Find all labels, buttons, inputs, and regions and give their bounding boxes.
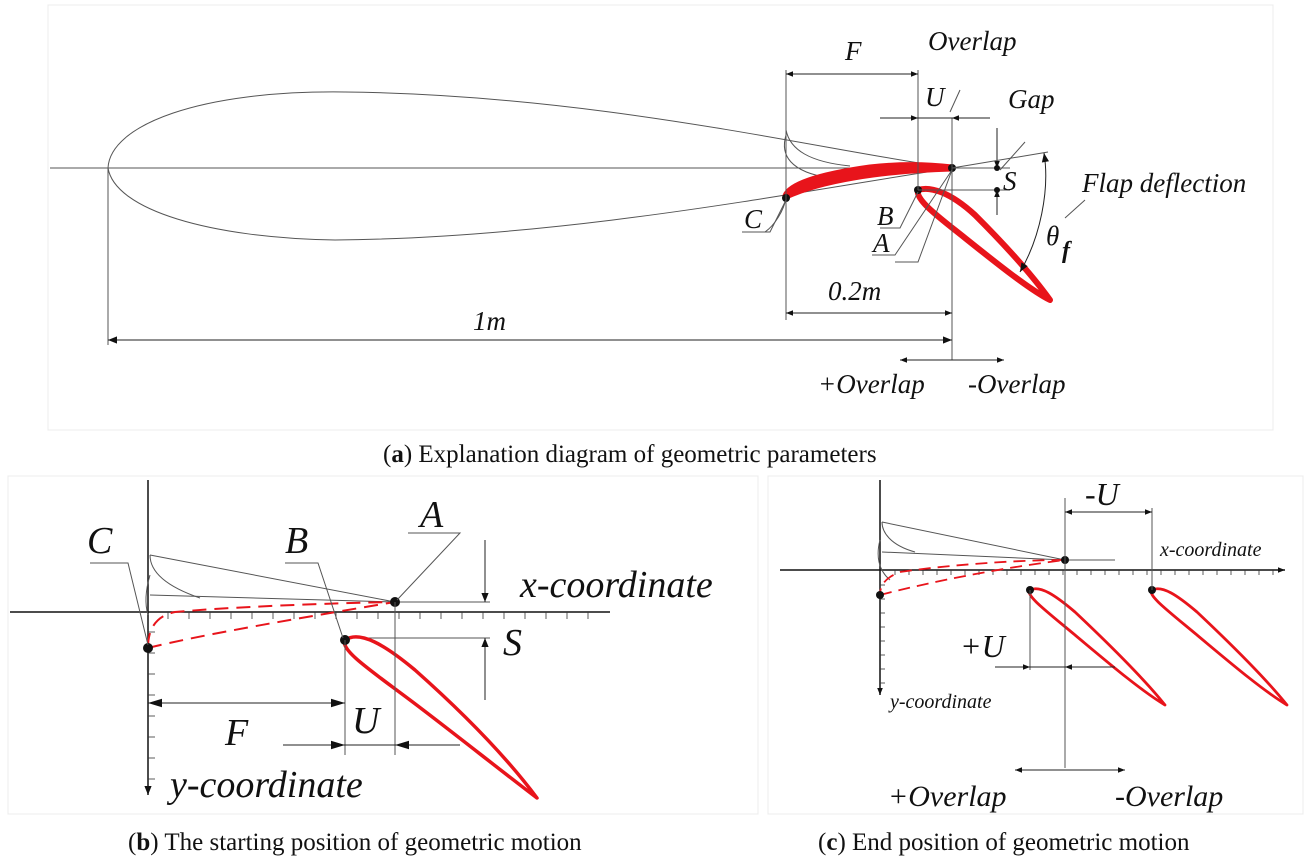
label-gap: Gap: [1008, 84, 1055, 114]
c-main-te: [881, 521, 1066, 561]
flap-deflected: [914, 185, 1053, 303]
label-a: A: [871, 228, 890, 258]
caption-c-text: ) End position of geometric motion: [837, 829, 1190, 856]
c-cove-lower: [877, 539, 891, 581]
a-leader: [872, 169, 953, 256]
c-flap-retracted: [879, 559, 1066, 597]
label-f: F: [844, 36, 862, 66]
flap-retracted: [782, 162, 956, 200]
panel-b: C B A x-coordinate S F U y-coordinate: [7, 475, 759, 815]
panel-b-frame: [7, 475, 759, 815]
caption-a-text: ) Explanation diagram of geometric param…: [404, 441, 877, 468]
label-02m: 0.2m: [828, 276, 881, 306]
caption-a: (a) Explanation diagram of geometric par…: [383, 441, 877, 468]
b-label-y-axis: y-coordinate: [166, 764, 363, 806]
a-leader-2: [895, 169, 953, 263]
overlap-leader: [949, 89, 961, 113]
c-point-c: [876, 591, 884, 599]
caption-b-letter: b: [136, 829, 150, 856]
c-label-minus-u: -U: [1085, 476, 1121, 512]
b-main-te-upper: [149, 554, 396, 603]
label-plus-overlap: +Overlap: [818, 369, 925, 399]
c-cove-upper: [881, 521, 916, 553]
c-leader: [742, 199, 787, 233]
c-y-ticks: [880, 584, 885, 684]
b-cove-upper: [149, 554, 201, 599]
label-minus-overlap: -Overlap: [968, 369, 1065, 399]
caption-b: (b) The starting position of geometric m…: [128, 829, 582, 856]
caption-a-letter: a: [391, 441, 404, 468]
gap-dot-bottom: [994, 187, 1000, 193]
c-label-x-axis: x-coordinate: [1159, 539, 1262, 561]
b-y-ticks: [148, 631, 155, 780]
c-flap-minus-u: [1149, 587, 1289, 707]
b-label-x-axis: x-coordinate: [519, 564, 713, 606]
caption-c-letter: c: [826, 829, 837, 856]
c-flap-plus-u: [1027, 587, 1167, 707]
b-cove-lower: [145, 574, 151, 616]
panel-a-frame: [47, 4, 1274, 431]
label-overlap: Overlap: [928, 26, 1016, 56]
label-flap-deflection: Flap deflection: [1081, 168, 1246, 198]
c-label-plus-overlap: +Overlap: [888, 780, 1007, 813]
b-b-leader: [285, 562, 344, 639]
b-point-c: [143, 643, 153, 653]
b-a-leader: [396, 532, 462, 601]
theta-arc: [1019, 152, 1049, 273]
theta-ref-line: [951, 151, 1049, 169]
label-1m: 1m: [473, 306, 506, 336]
b-x-ticks: [167, 612, 589, 619]
cove-lower: [764, 197, 787, 233]
caption-b-text: ) The starting position of geometric mot…: [150, 829, 582, 856]
b-label-a: A: [417, 494, 444, 536]
cove-upper: [785, 129, 851, 167]
panel-a: F Overlap U Gap S Flap deflection θ f C …: [47, 4, 1274, 431]
label-theta-sub: f: [1062, 238, 1072, 264]
panel-c: -U x-coordinate +U y-coordinate +Overlap…: [767, 475, 1304, 815]
b-label-b: B: [285, 520, 308, 562]
gap-dot-top: [994, 165, 1000, 171]
b-leader: [880, 191, 919, 229]
label-s: S: [1003, 166, 1017, 196]
b-flap-retracted: [146, 601, 396, 650]
b-label-s: S: [503, 622, 522, 664]
gap-leader: [999, 141, 1026, 171]
label-b: B: [877, 201, 894, 231]
b-label-c: C: [87, 520, 113, 562]
caption-c: (c) End position of geometric motion: [818, 829, 1190, 856]
c-label-plus-u: +U: [960, 628, 1007, 664]
b-label-f: F: [224, 712, 249, 754]
label-c: C: [744, 204, 763, 234]
main-airfoil: [107, 91, 953, 241]
c-label-minus-overlap: -Overlap: [1115, 780, 1223, 813]
b-label-u: U: [352, 700, 382, 742]
panel-c-frame: [767, 475, 1304, 815]
label-theta: θ: [1046, 221, 1059, 251]
b-c-leader: [90, 562, 149, 646]
c-label-y-axis: y-coordinate: [888, 691, 992, 713]
b-flap: [342, 635, 539, 800]
label-u: U: [925, 82, 946, 112]
flap-deflection-leader: [1064, 199, 1086, 219]
